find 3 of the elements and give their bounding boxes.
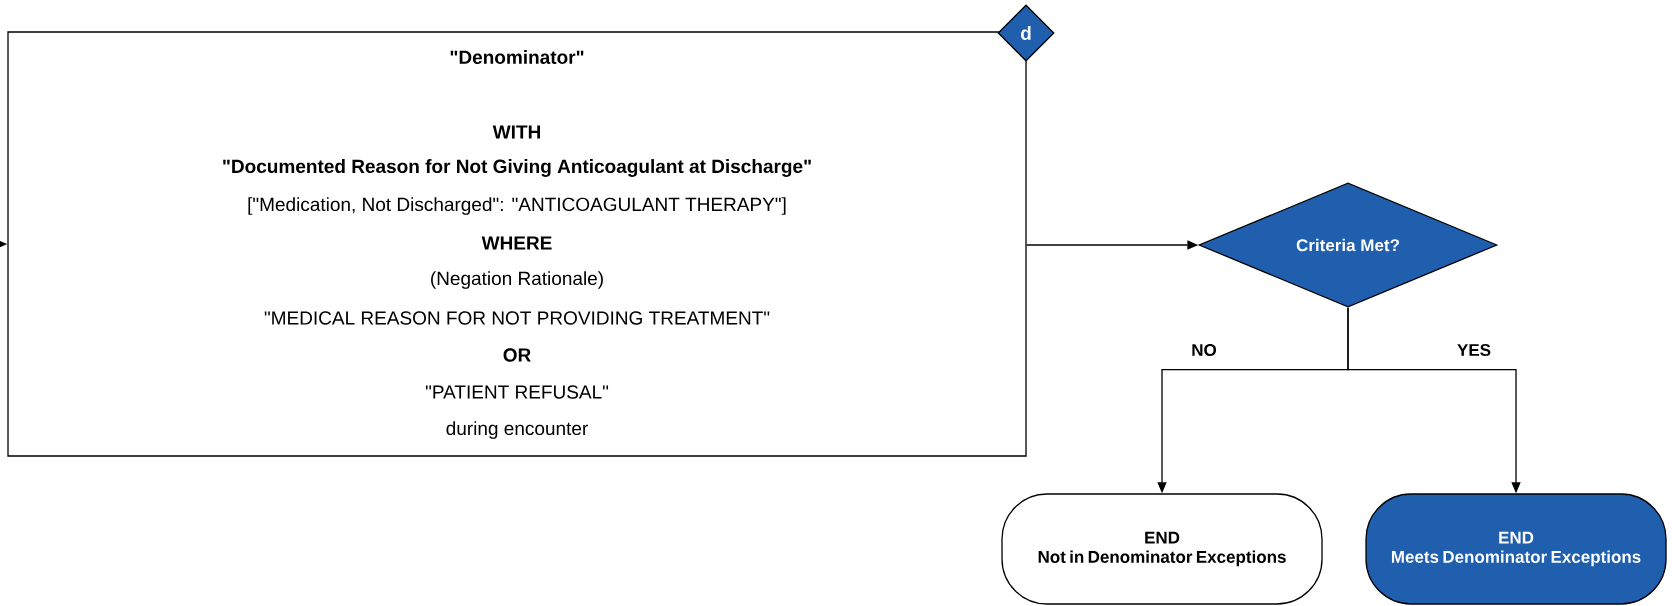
edge-label: YES bbox=[1455, 342, 1493, 358]
terminator-oval: END Meets Denominator Exceptions bbox=[1365, 493, 1667, 605]
edge-label: NO bbox=[1189, 342, 1219, 358]
